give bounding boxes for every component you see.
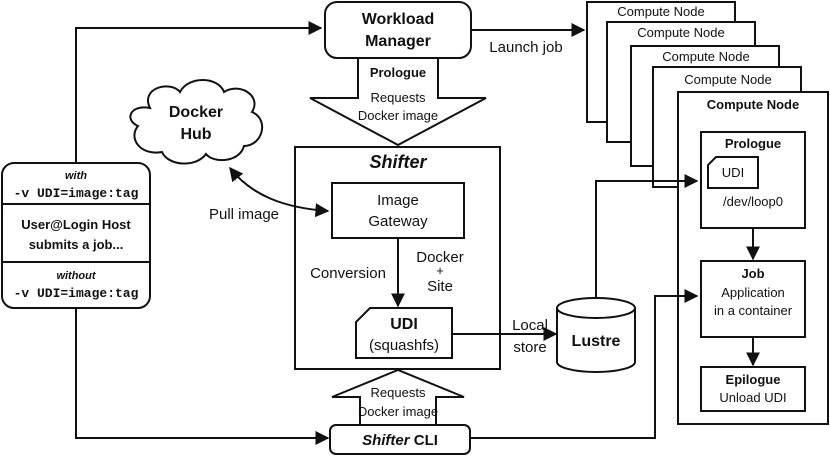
image-gateway-line2: Gateway [368, 213, 428, 230]
epilogue-box [700, 366, 806, 412]
epilogue-box-line1: Unload UDI [719, 390, 786, 405]
user-panel-with-cmd: -v UDI=image:tag [14, 186, 139, 201]
user-to-workload-manager-arrow [75, 21, 323, 163]
compute-node-label-1: Compute Node [617, 4, 704, 19]
docker-hub-line2: Hub [180, 126, 211, 143]
shifter-cli-box [329, 424, 471, 455]
user-panel-without-cmd: -v UDI=image:tag [14, 286, 139, 301]
lustre-label: Lustre [572, 333, 621, 350]
prologue-request-block-arrow [309, 57, 487, 147]
epilogue-box-title: Epilogue [726, 372, 781, 387]
local-store-line2: store [513, 339, 546, 356]
shifter-cli-rest: CLI [410, 432, 438, 449]
shifter-cli-to-job-arrow [470, 289, 699, 439]
prologue-arrow-line1: Requests [371, 90, 426, 105]
compute-node-label-3: Compute Node [662, 49, 749, 64]
job-box-line2: in a container [714, 303, 793, 318]
job-box-title: Job [741, 266, 764, 281]
docker-site-line3: Site [427, 278, 453, 295]
cli-request-block-arrow [331, 368, 465, 426]
job-box-line1: Application [721, 285, 785, 300]
lustre-storage-cylinder [556, 297, 636, 373]
shifter-cli-italic: Shifter [362, 432, 411, 449]
compute-node-label-2: Compute Node [637, 25, 724, 40]
prologue-loop-device: /dev/loop0 [723, 194, 783, 209]
user-to-shifter-cli-arrow [75, 308, 330, 445]
udi-box-line1: UDI [390, 316, 418, 333]
cli-arrow-line1: Requests [371, 385, 426, 400]
docker-site-line2: + [436, 263, 444, 278]
image-gateway-line1: Image [377, 192, 419, 209]
docker-hub-cloud [129, 79, 263, 165]
compute-node-label-4: Compute Node [684, 72, 771, 87]
pull-image-label: Pull image [209, 206, 279, 223]
prologue-box [700, 131, 806, 229]
prologue-box-title: Prologue [725, 136, 781, 151]
launch-job-label: Launch job [489, 39, 562, 56]
udi-box-line2: (squashfs) [369, 337, 439, 354]
user-panel-line2: submits a job... [29, 237, 124, 252]
local-store-line1: Local [512, 317, 548, 334]
docker-site-line1: Docker [416, 249, 464, 266]
image-gateway-box [331, 182, 465, 239]
shifter-title: Shifter [369, 152, 427, 172]
workload-manager-line1: Workload [362, 11, 435, 28]
udi-squashfs-box [355, 307, 453, 359]
cli-arrow-line2: Docker image [358, 404, 438, 419]
lustre-to-prologue-arrow [595, 174, 699, 298]
prologue-arrow-label: Prologue [370, 65, 426, 80]
compute-node-main-title: Compute Node [707, 97, 799, 112]
shifter-cli-label: Shifter CLI [362, 432, 438, 449]
prologue-arrow-line2: Docker image [358, 108, 438, 123]
udi-file-icon [707, 156, 759, 189]
pull-image-arrow [229, 166, 330, 218]
user-panel-line1: User@Login Host [21, 217, 131, 232]
user-panel-without-label: without [56, 270, 96, 282]
prologue-udi-label: UDI [722, 165, 744, 180]
workload-manager-line2: Manager [365, 33, 431, 50]
user-panel-with-label: with [65, 170, 87, 182]
conversion-label: Conversion [310, 265, 386, 282]
docker-hub-line1: Docker [169, 104, 223, 121]
